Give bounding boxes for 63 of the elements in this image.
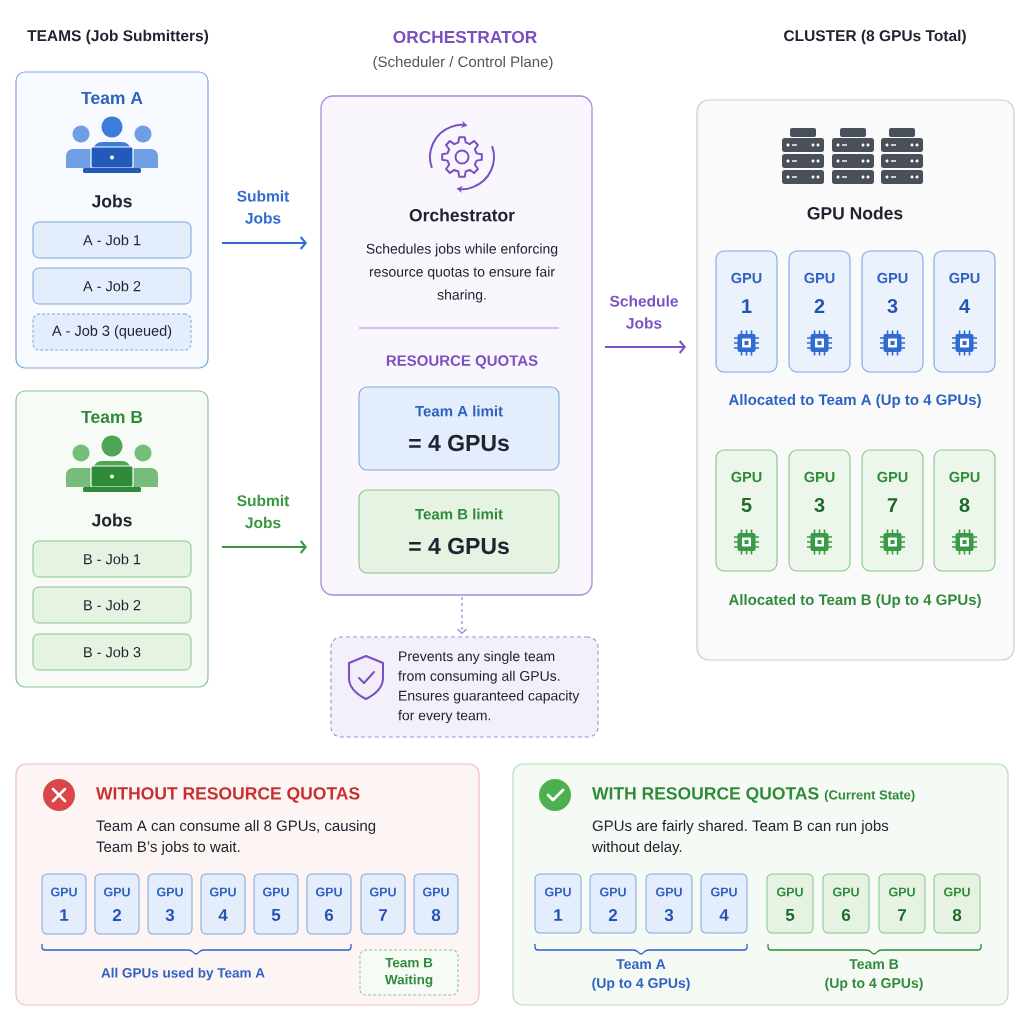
section-heading: Jobs — [91, 194, 132, 208]
description: Team A can consume all 8 GPUs, causing Team B’s jobs to wait. — [96, 820, 376, 855]
edge-label: Submit Jobs — [237, 494, 290, 529]
bracket-label: All GPUs used by Team A — [101, 967, 265, 981]
column-heading: TEAMS (Job Submitters) — [27, 29, 209, 45]
gpu-card: GPU 8 — [413, 873, 459, 935]
panel-heading: WITH RESOURCE QUOTAS — [592, 787, 819, 803]
gpu-card: GPU 1 — [41, 873, 87, 935]
job-box: B - Job 1 — [32, 540, 192, 578]
gpu-card: GPU 4 — [700, 873, 748, 934]
team-name: Team A — [81, 91, 143, 105]
waiting-box: Team B Waiting — [359, 949, 459, 996]
gpu-card: GPU 5 — [253, 873, 299, 935]
gpu-card: GPU 3 — [788, 449, 851, 572]
gpu-card: GPU 6 — [822, 873, 870, 934]
allocation-label: Allocated to Team B (Up to 4 GPUs) — [728, 594, 981, 608]
column-heading: CLUSTER (8 GPUs Total) — [784, 29, 966, 45]
gpu-card: GPU 1 — [534, 873, 582, 934]
section-heading: Jobs — [91, 513, 132, 527]
bracket-label: Team B (Up to 4 GPUs) — [825, 959, 923, 991]
edge-label: Submit Jobs — [237, 190, 290, 224]
description: Schedules jobs while enforcing resource quotas to ensure fair sharing. — [366, 243, 558, 303]
job-box: B - Job 3 — [32, 633, 192, 671]
column-heading: ORCHESTRATOR — [393, 30, 537, 44]
panel-heading: WITHOUT RESOURCE QUOTAS — [96, 787, 360, 803]
gpu-card: GPU 5 — [766, 873, 814, 934]
gpu-card: GPU 2 — [788, 250, 851, 373]
quota-box: Team A limit = 4 GPUs — [358, 386, 560, 471]
bracket-label: Team A (Up to 4 GPUs) — [592, 959, 690, 991]
section-heading: RESOURCE QUOTAS — [386, 355, 538, 369]
panel-title: Orchestrator — [409, 208, 515, 222]
arrow — [456, 596, 468, 634]
panel-title: GPU Nodes — [807, 206, 903, 220]
gpu-card: GPU 7 — [360, 873, 406, 935]
gpu-card: GPU 3 — [147, 873, 193, 935]
quota-box: Team B limit = 4 GPUs — [358, 489, 560, 574]
gpu-card: GPU 4 — [200, 873, 246, 935]
team-name: Team B — [81, 410, 143, 424]
arrow — [604, 340, 686, 354]
gpu-card: GPU 2 — [589, 873, 637, 934]
gpu-card: GPU 8 — [933, 449, 996, 572]
gpu-card: GPU 3 — [645, 873, 693, 934]
arrow — [221, 540, 307, 554]
status-note: (Current State) — [824, 789, 915, 803]
gpu-card: GPU 8 — [933, 873, 981, 934]
subheading: (Scheduler / Control Plane) — [373, 56, 553, 70]
allocation-label: Allocated to Team A (Up to 4 GPUs) — [728, 394, 981, 408]
edge-label: Schedule Jobs — [610, 295, 678, 329]
arrow — [221, 236, 307, 250]
job-box: A - Job 2 — [32, 267, 192, 305]
gpu-card: GPU 7 — [878, 873, 926, 934]
note-box: Prevents any single team from consuming all GPUs. Ensures guaranteed capacity for every team. — [330, 636, 599, 738]
gpu-card: GPU 6 — [306, 873, 352, 935]
gpu-card: GPU 2 — [94, 873, 140, 935]
gpu-card: GPU 7 — [861, 449, 924, 572]
job-box: B - Job 2 — [32, 586, 192, 624]
gpu-card: GPU 1 — [715, 250, 778, 373]
gpu-card: GPU 3 — [861, 250, 924, 373]
gpu-card: GPU 4 — [933, 250, 996, 373]
job-box: A - Job 1 — [32, 221, 192, 259]
job-box: A - Job 3 (queued) — [32, 313, 192, 351]
gpu-card: GPU 5 — [715, 449, 778, 572]
description: GPUs are fairly shared. Team B can run jobs without delay. — [592, 820, 889, 855]
